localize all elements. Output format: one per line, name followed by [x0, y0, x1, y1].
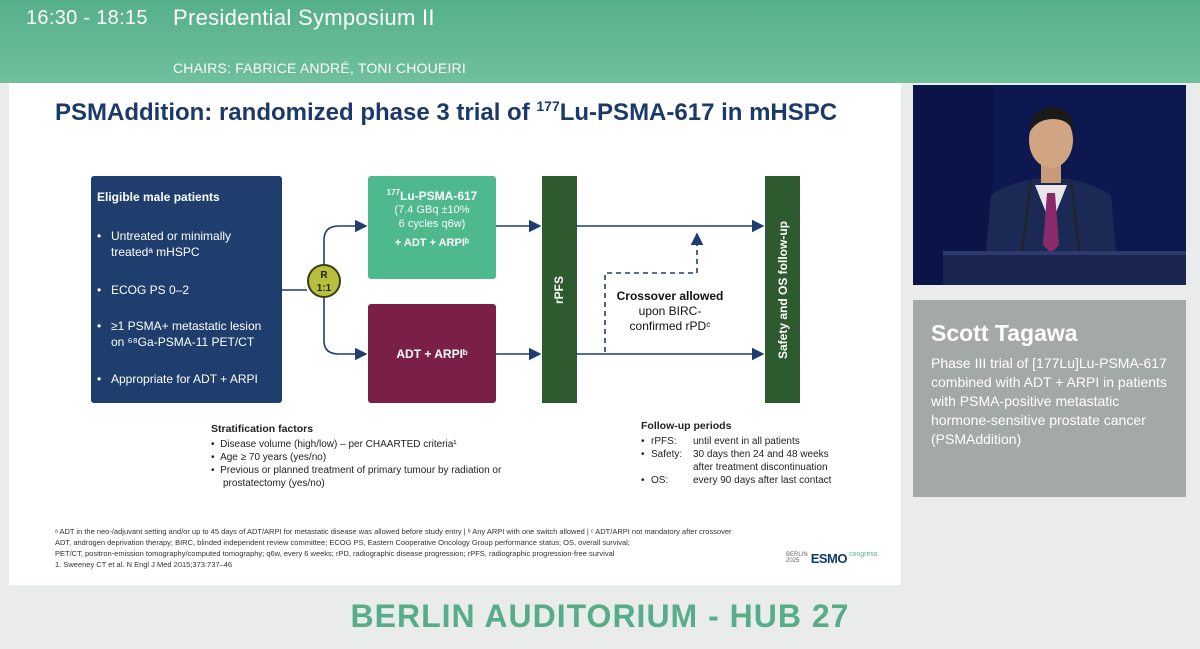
safety-followup-bar: Safety and OS follow-up [765, 176, 800, 403]
followup-heading: Follow-up periods [641, 420, 732, 432]
followup-table: •rPFS:until event in all patients •Safet… [641, 435, 833, 487]
safety-label: Safety and OS follow-up [775, 220, 790, 359]
randomization-ratio: 1:1 [316, 283, 332, 294]
footnote-line: 1. Sweeney CT et al. N Engl J Med 2015;3… [55, 560, 233, 569]
speaker-card: Scott Tagawa Phase III trial of [177Lu]L… [913, 300, 1186, 497]
stratification-heading: Stratification factors [211, 423, 314, 435]
rpfs-bar: rPFS [542, 176, 577, 403]
slide-title: PSMAddition: randomized phase 3 trial of… [55, 98, 837, 127]
arm1-cycles: 6 cycles q6w) [398, 218, 466, 230]
footnote-line: ADT, androgen deprivation therapy; BIRC,… [55, 538, 630, 547]
arm2-label: ADT + ARPIᵇ [396, 346, 468, 361]
eligibility-item: •Appropriate for ADT + ARPI [97, 372, 258, 386]
crossover-line: upon BIRC- [638, 304, 702, 318]
eligibility-item: •ECOG PS 0–2 [97, 283, 190, 297]
slide-title-part2: Lu-PSMA-617 in mHSPC [559, 99, 838, 126]
footnote-line: ᵃ ADT in the neo-/adjuvant setting and/o… [55, 527, 732, 536]
crossover-note: Crossover allowed upon BIRC- confirmed r… [607, 289, 733, 334]
slide-title-part1: PSMAddition: randomized phase 3 trial of [55, 99, 537, 126]
arm1-combo: + ADT + ARPIᵇ [394, 237, 470, 249]
followup-row: •rPFS:until event in all patients [641, 436, 800, 447]
session-chairs: CHAIRS: FABRICE ANDRÉ, TONI CHOUEIRI [173, 60, 466, 76]
eligibility-box: Eligible male patients •Untreated or min… [91, 176, 282, 403]
speaker-video [913, 85, 1186, 285]
arm1-dose: (7.4 GBq ±10% [394, 204, 470, 216]
session-banner: 16:30 - 18:15 Presidential Symposium II … [0, 0, 1200, 83]
randomization-label: R [320, 270, 328, 281]
presentation-slide: PSMAddition: randomized phase 3 trial of… [9, 83, 901, 585]
followup-row: •Safety:30 days then 24 and 48 weeks aft… [641, 449, 829, 473]
slide-footnotes: ᵃ ADT in the neo-/adjuvant setting and/o… [55, 526, 845, 570]
followup-row: •OS:every 90 days after last contact [641, 475, 832, 486]
randomization-circle: R 1:1 [307, 264, 341, 298]
followup-periods: Follow-up periods •rPFS:until event in a… [641, 420, 833, 487]
rpfs-label: rPFS [552, 275, 567, 304]
talk-description: Phase III trial of [177Lu]Lu-PSMA-617 co… [931, 355, 1167, 447]
treatment-arm-control: ADT + ARPIᵇ [368, 304, 496, 403]
trial-flow-connectors [282, 219, 765, 361]
eligibility-item: •Untreated or minimally [97, 229, 232, 243]
logo-name: ESMO [810, 550, 848, 566]
eligibility-heading: Eligible male patients [97, 190, 220, 204]
stratification-item: • Age ≥ 70 years (yes/no) [211, 452, 327, 463]
treatment-arm-lu-psma: 177Lu-PSMA-617 (7.4 GBq ±10% 6 cycles q6… [368, 176, 496, 279]
session-time: 16:30 - 18:15 [26, 7, 148, 29]
stratification-item: • Previous or planned treatment of prima… [211, 465, 502, 489]
arm1-drug: 177Lu-PSMA-617 [386, 188, 478, 203]
speaker-figure [913, 85, 1186, 285]
logo-suffix: congress [848, 550, 878, 558]
eligibility-item-cont: on ⁶⁸Ga-PSMA-11 PET/CT [111, 335, 255, 349]
crossover-line: confirmed rPDᶜ [629, 319, 711, 333]
eligibility-item: •≥1 PSMA+ metastatic lesion [97, 319, 262, 333]
footnote-line: PET/CT, positron-emission tomography/com… [55, 549, 615, 558]
location-banner: BERLIN AUDITORIUM - HUB 27 [350, 598, 850, 634]
slide-title-superscript: 177 [536, 98, 560, 114]
stratification-factors: Stratification factors • Disease volume … [211, 423, 511, 490]
speaker-name: Scott Tagawa [931, 320, 1078, 346]
eligibility-item-cont: treatedᵃ mHSPC [111, 245, 200, 259]
stratification-item: • Disease volume (high/low) – per CHAART… [211, 439, 457, 450]
session-title: Presidential Symposium II [173, 5, 435, 30]
crossover-heading: Crossover allowed [616, 289, 724, 303]
